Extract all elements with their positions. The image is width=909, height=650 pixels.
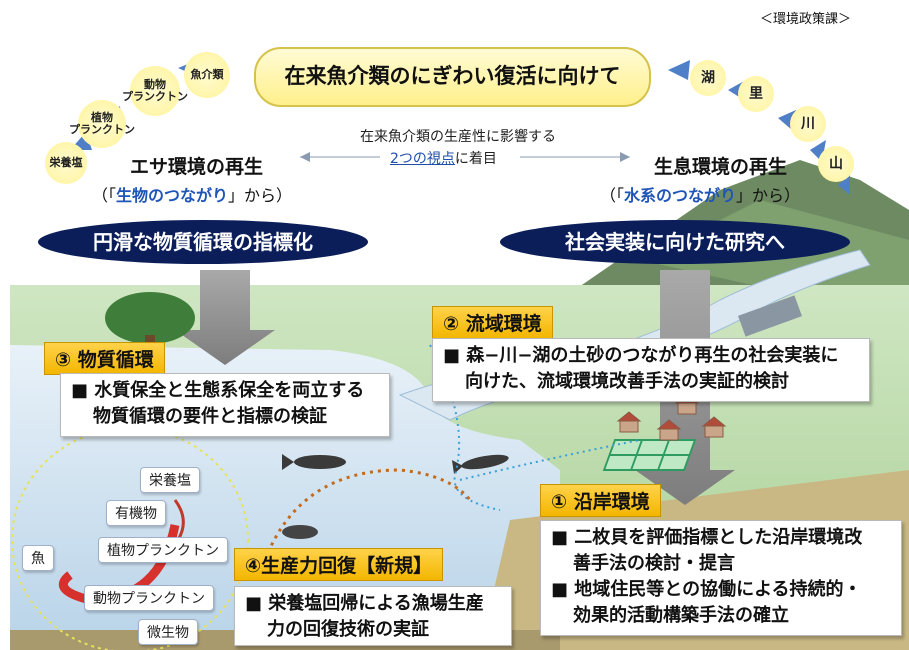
section1-line3: ■ 地域住民等との協働による持続的・ [551,579,862,600]
lake-node: 湖 [690,60,726,96]
mountain-node: 山 [818,146,854,182]
implementation-pill: 社会実装に向けた研究へ [500,220,850,264]
center-text-line2: 2つの視点に着目 [390,151,497,167]
chain-nutrient: 栄養塩 [140,467,200,493]
section4-line2: 力の回復技術の実証 [267,619,429,640]
dotted-flow-blue [429,344,501,511]
section1-line4: 効果的活動構築手法の確立 [573,605,789,626]
fish-shellfish-node: 魚介類 [184,52,230,98]
page-title: 在来魚介類のにぎわい復活に向けて [284,64,621,88]
chain-fish: 魚 [22,545,54,571]
paddy-field-icon [602,439,697,471]
food-env-subtitle: （「生物のつながり」から） [92,186,293,205]
village-node: 里 [738,76,774,112]
phytoplankton-node: 植物 プランクトン [69,100,135,148]
food-env-heading: エサ環境の再生 [130,156,264,178]
section3-box: ■ 水質保全と生態系保全を両立する 物質循環の要件と指標の検証 [60,373,390,437]
section1-line2: 善手法の検討・提言 [573,553,735,574]
section1-box: ■ 二枚貝を評価指標とした沿岸環境改 善手法の検討・提言 ■ 地域住民等との協働… [540,520,902,636]
chain-zooplankton: 動物プランクトン [84,585,214,611]
section4-tag: ④生産力回復【新規】 [234,548,444,581]
section4-line1: ■ 栄養塩回帰による漁場生産 [245,593,484,614]
habitat-env-subtitle: （「水系のつながり」から） [600,186,801,205]
chain-phytoplankton: 植物プランクトン [98,537,228,563]
river-node: 川 [790,106,826,142]
section2-line1: ■ 森−川−湖の土砂のつながり再生の社会実装に [443,345,839,366]
section3-line1: ■ 水質保全と生態系保全を両立する [71,380,365,401]
zooplankton-node: 動物 プランクトン [122,66,188,116]
section3-tag: ③ 物質循環 [44,342,165,375]
dam-icon [738,295,802,337]
chain-organic-matter: 有機物 [106,500,166,526]
section1-tag: ① 沿岸環境 [540,484,661,517]
section2-line2: 向けた、流域環境改善手法の実証的検討 [465,371,789,392]
arrow-down-left [175,270,275,365]
fish-icon [282,454,509,539]
section2-tag: ② 流域環境 [432,306,553,339]
section4-box: ■ 栄養塩回帰による漁場生産 力の回復技術の実証 [234,586,512,646]
center-text-line1: 在来魚介類の生産性に影響する [360,129,556,145]
dotted-flow-orange [263,468,472,561]
habitat-env-heading: 生息環境の再生 [654,156,788,178]
department-label: ＜環境政策課＞ [760,12,852,27]
two-viewpoints-link[interactable]: 2つの視点 [390,151,455,167]
section2-box: ■ 森−川−湖の土砂のつながり再生の社会実装に 向けた、流域環境改善手法の実証的… [432,338,870,402]
chain-microorganism: 微生物 [138,619,198,645]
section3-line2: 物質循環の要件と指標の検証 [93,406,327,427]
title-banner-bg [254,47,651,107]
indicator-pill: 円滑な物質循環の指標化 [38,220,368,264]
section1-line1: ■ 二枚貝を評価指標とした沿岸環境改 [551,527,863,548]
tree-icon [105,292,195,344]
nutrient-node: 栄養塩 [45,142,87,184]
